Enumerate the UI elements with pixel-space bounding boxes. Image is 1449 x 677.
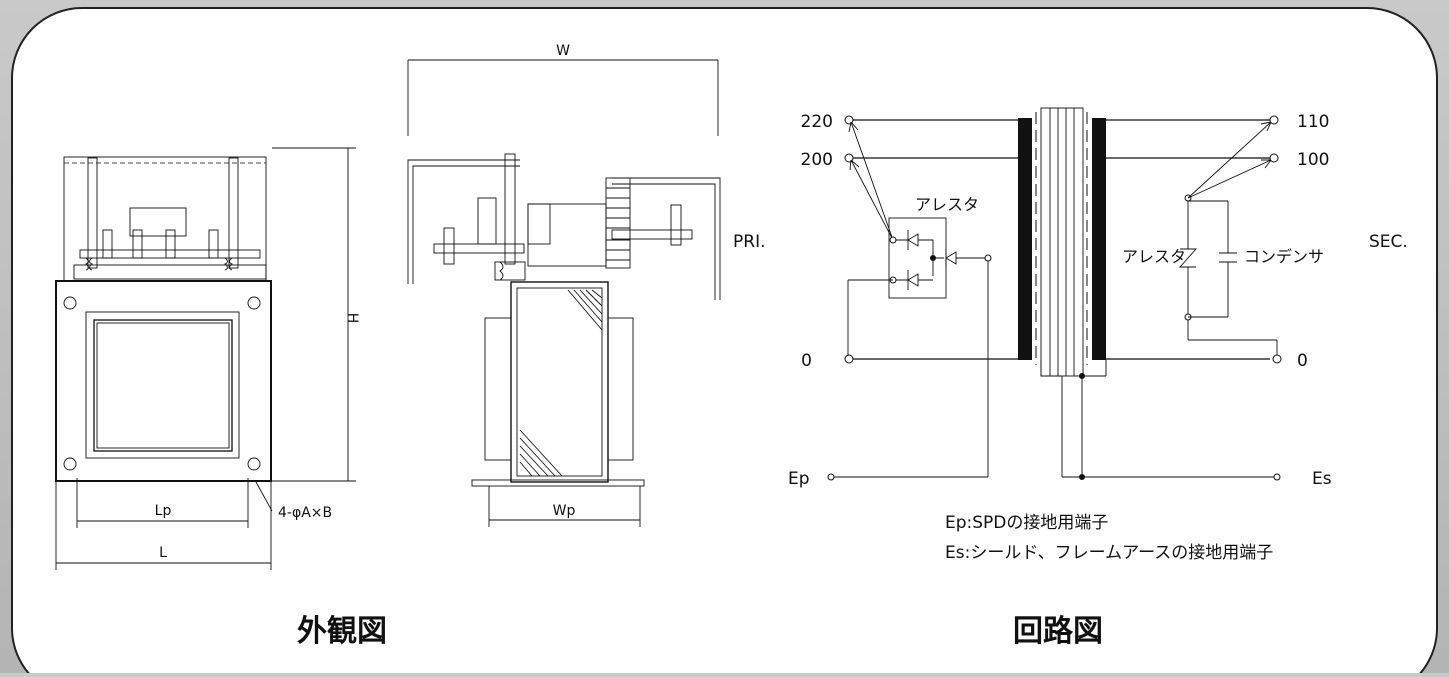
tap-secondary-0-label: 0: [1297, 351, 1308, 371]
hole-spec-label: 4-φA×B: [278, 505, 332, 521]
tap-220-label: 220: [801, 112, 833, 132]
sec-label: SEC.: [1369, 232, 1408, 252]
pri-label: PRI.: [733, 232, 765, 252]
tap-200-label: 200: [801, 150, 833, 170]
dim-h-label: H: [344, 313, 360, 324]
panel-frame: [11, 7, 1438, 677]
condenser-label: コンデンサ: [1244, 247, 1324, 266]
tap-110-label: 110: [1297, 112, 1329, 132]
dim-w-label: W: [556, 43, 570, 59]
arrester-secondary-label: アレスタ: [1122, 247, 1186, 266]
circuit-title: 回路図: [1013, 614, 1103, 649]
exterior-title: 外観図: [297, 614, 387, 649]
dim-lp-label: Lp: [155, 503, 172, 519]
arrester-primary-label: アレスタ: [915, 195, 979, 214]
ep-terminal-label: Ep: [788, 469, 810, 489]
front-view: [55, 147, 356, 570]
es-terminal-label: Es: [1312, 469, 1332, 489]
tap-100-label: 100: [1297, 150, 1329, 170]
legend-es: Es:シールド、フレームアースの接地用端子: [945, 543, 1273, 563]
tap-primary-0-label: 0: [801, 351, 812, 371]
side-view: [407, 59, 721, 527]
legend-ep: Ep:SPDの接地用端子: [945, 513, 1108, 533]
dim-l-label: L: [159, 545, 167, 561]
circuit-diagram: [827, 107, 1282, 481]
dim-wp-label: Wp: [553, 503, 576, 519]
